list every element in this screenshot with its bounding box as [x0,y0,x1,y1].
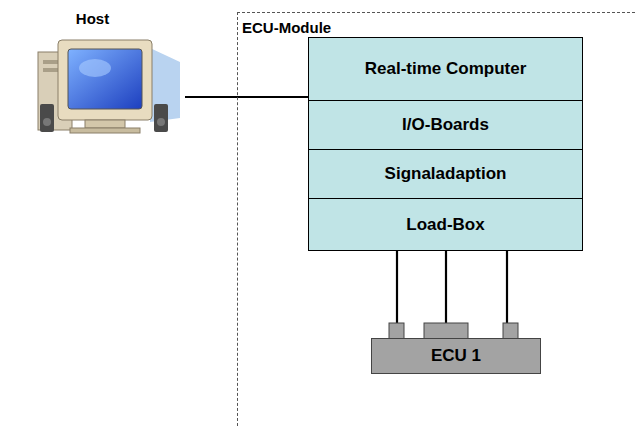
screen-glare [79,59,111,77]
box-label: Real-time Computer [365,59,527,79]
monitor-base [70,128,140,133]
ecu-module-region: ECU-ModuleReal-time ComputerI/O-BoardsSi… [237,12,635,426]
box-label: I/O-Boards [402,115,489,135]
layer-box: Real-time Computer [308,37,583,101]
region-title: ECU-Module [238,13,331,36]
monitor-screen [68,49,142,109]
speaker-cone [43,118,51,126]
speaker-cone [157,118,165,126]
plug-connector [424,323,468,339]
box-label: Signaladaption [385,164,507,184]
box-label: ECU 1 [431,346,481,366]
host-label: Host [0,4,185,27]
ecu-box: ECU 1 [371,338,541,374]
monitor-stand [85,120,125,128]
speaker [154,104,168,132]
layer-box: Load-Box [308,198,583,251]
monitor [58,40,152,120]
layer-box: I/O-Boards [308,100,583,150]
host-node: Host [0,4,185,144]
connector-line [185,96,308,98]
plug-connector [389,323,404,339]
plug-connector [503,323,518,339]
speaker [40,104,54,132]
layer-box: Signaladaption [308,149,583,199]
box-label: Load-Box [406,215,484,235]
